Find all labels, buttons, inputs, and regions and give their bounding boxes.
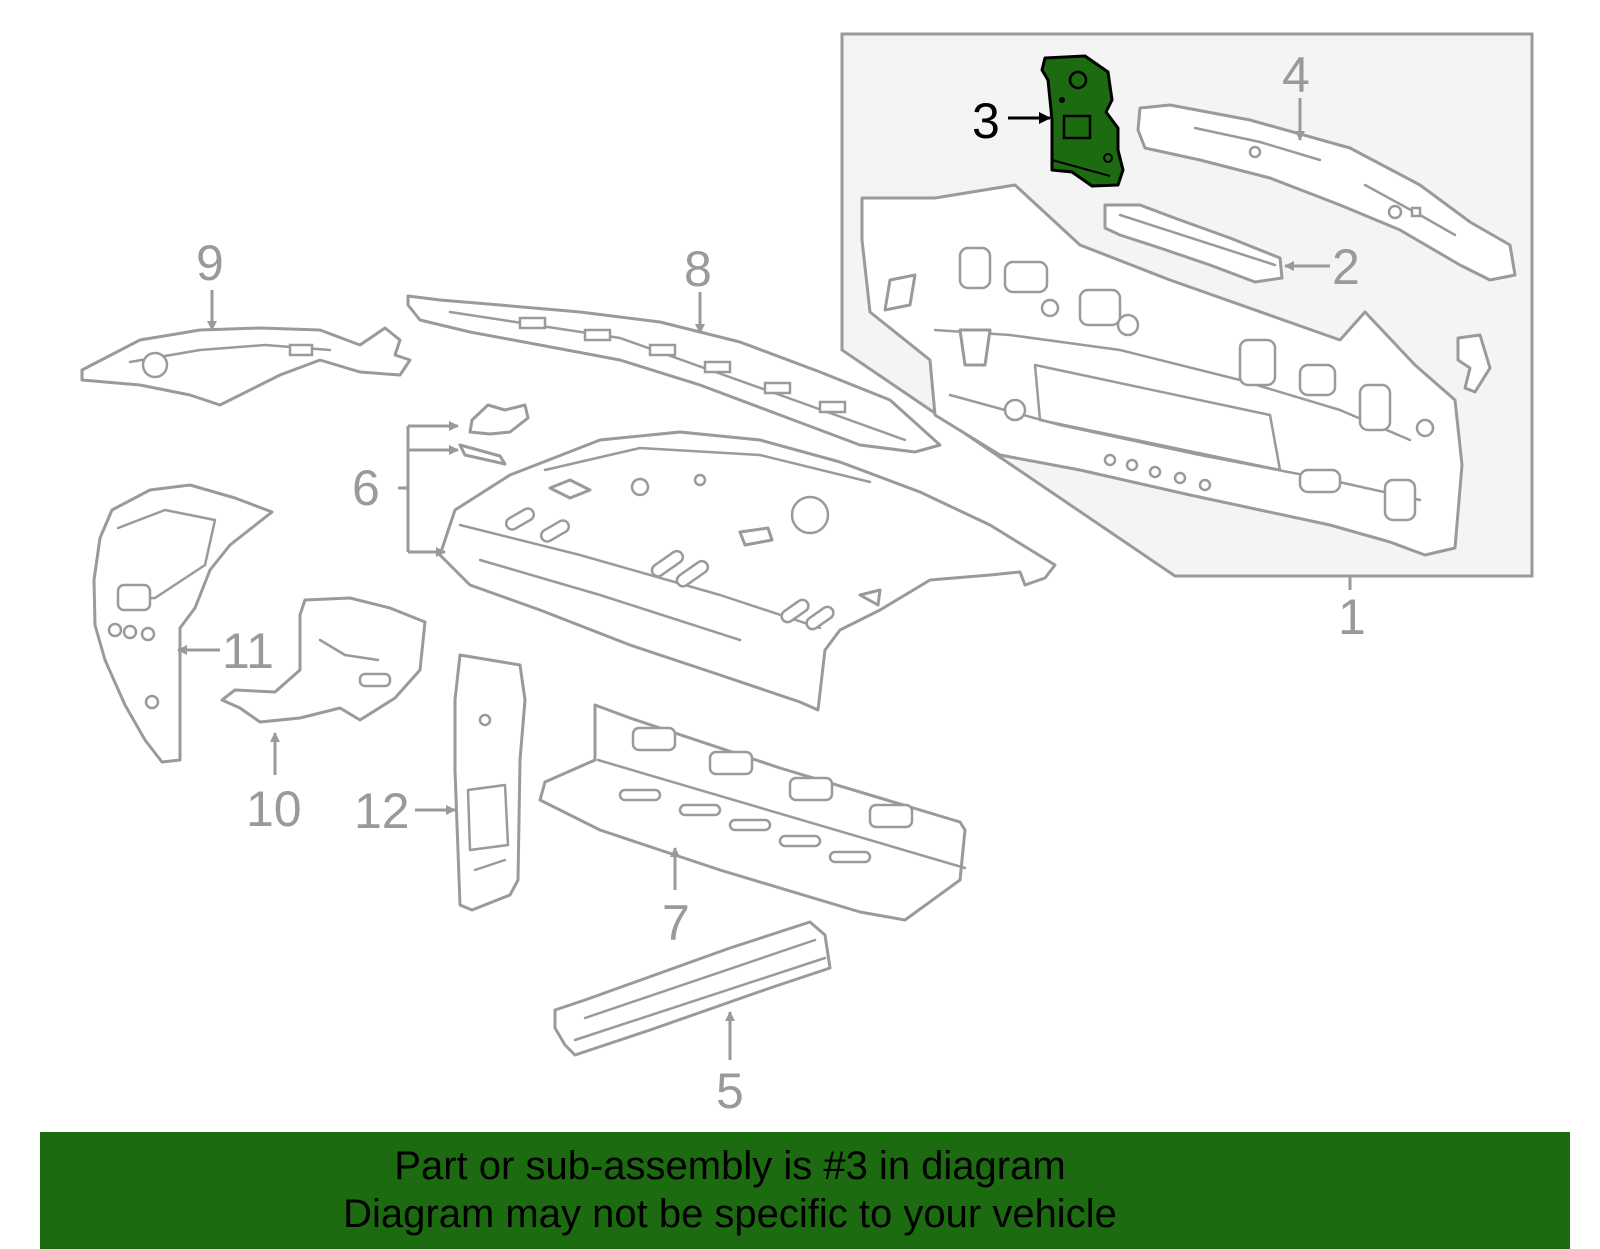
parts-diagram: 1 2 3 4 5 6 7 8 9 10 11 12	[80, 32, 1534, 1119]
part-1-rear-panel[interactable]	[860, 183, 1464, 557]
callout-12: 12	[354, 783, 410, 839]
info-banner: Part or sub-assembly is #3 in diagram Di…	[40, 1132, 1570, 1249]
callout-2: 2	[1332, 239, 1360, 295]
callout-5: 5	[716, 1063, 744, 1119]
banner-line-disclaimer: Diagram may not be specific to your vehi…	[343, 1192, 1117, 1236]
part-3-highlighted-panel[interactable]	[1040, 54, 1125, 188]
part-6-clips[interactable]	[458, 403, 530, 466]
callout-3: 3	[972, 93, 1000, 149]
part-10-wheelhouse[interactable]	[220, 596, 427, 724]
callout-10: 10	[246, 781, 302, 837]
callout-1: 1	[1338, 589, 1366, 645]
part-7-floor-channel[interactable]	[538, 703, 967, 922]
banner-line-part: Part or sub-assembly is #3 in diagram	[394, 1144, 1066, 1188]
callout-4: 4	[1282, 47, 1310, 103]
callout-leaders	[177, 98, 1352, 1060]
part-1-clip	[1456, 333, 1492, 394]
part-8-shelf-panel[interactable]	[406, 294, 942, 454]
part-4-cross-rail[interactable]	[1136, 103, 1517, 282]
part-11-side-panel[interactable]	[92, 483, 274, 764]
part-5-rail[interactable]	[553, 920, 832, 1057]
callout-11: 11	[222, 623, 274, 679]
part-2-bracket[interactable]	[1103, 203, 1284, 284]
callout-9: 9	[196, 235, 224, 291]
callout-7: 7	[662, 895, 690, 951]
part-9-plate[interactable]	[80, 326, 412, 407]
trunk-floor-pan	[438, 430, 1057, 712]
part-12-pillar[interactable]	[453, 653, 527, 912]
callout-6: 6	[352, 460, 380, 516]
callout-8: 8	[684, 241, 712, 297]
